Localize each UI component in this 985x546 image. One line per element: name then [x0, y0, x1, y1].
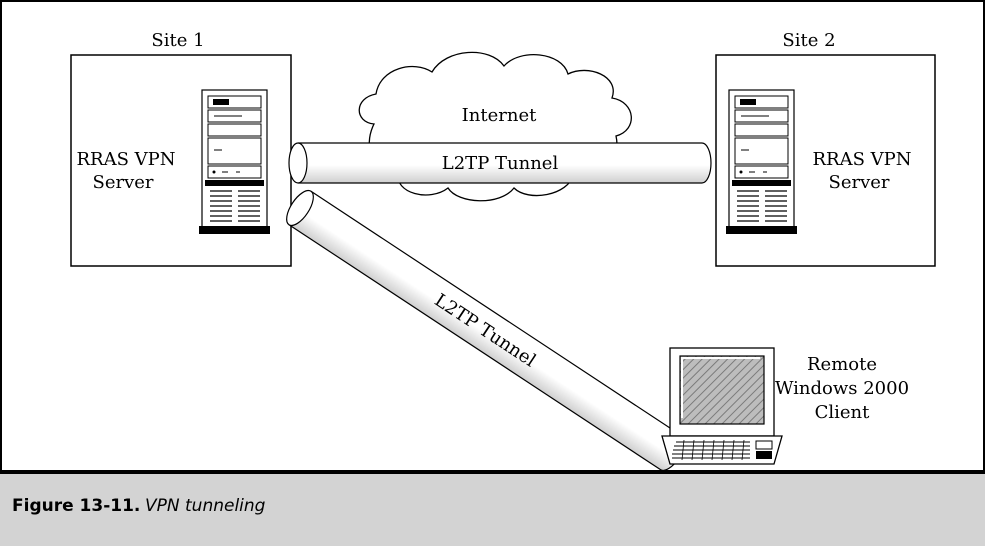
- internet-label: Internet: [462, 105, 537, 126]
- laptop-icon: [661, 347, 783, 465]
- site-tunnel-label: L2TP Tunnel: [442, 153, 559, 174]
- site2-server-label-line1: RRAS VPN: [812, 149, 911, 170]
- client-label-line1: Remote: [807, 354, 877, 375]
- client-label-line3: Client: [815, 402, 871, 423]
- site1-server-label-line2: Server: [92, 172, 153, 193]
- remote-tunnel: L2TP Tunnel: [286, 189, 686, 471]
- diagram-area: Site 1 RRAS VPN Server: [0, 0, 985, 471]
- client-label-line2: Windows 2000: [775, 378, 909, 399]
- figure-number: Figure 13-11.: [12, 496, 141, 516]
- site2-title: Site 2: [782, 30, 835, 51]
- figure-caption: VPN tunneling: [145, 496, 266, 516]
- server-tower-icon: [726, 89, 797, 234]
- site-to-site-tunnel: L2TP Tunnel: [288, 142, 712, 184]
- server-tower-icon: [199, 89, 270, 234]
- vpn-diagram: Site 1 RRAS VPN Server: [70, 30, 936, 471]
- site1-server-label-line1: RRAS VPN: [76, 149, 175, 170]
- site1-title: Site 1: [151, 30, 204, 51]
- figure-caption-bar: Figure 13-11. VPN tunneling: [0, 470, 985, 546]
- site2-server-label-line2: Server: [828, 172, 889, 193]
